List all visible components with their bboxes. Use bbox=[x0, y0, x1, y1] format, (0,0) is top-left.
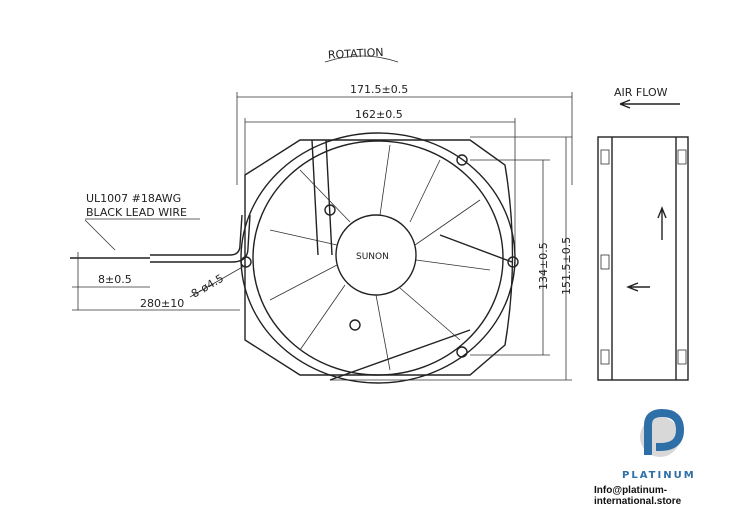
dim-overall-height: 151.5±0.5 bbox=[330, 136, 573, 381]
wire-spec-line1: UL1007 #18AWG bbox=[86, 192, 181, 205]
dim-hole-width: 162±0.5 bbox=[244, 108, 516, 260]
fan-front-view: SUNON bbox=[240, 132, 519, 384]
air-flow-label: AIR FLOW bbox=[614, 86, 668, 99]
dim-overall-width: 171.5±0.5 bbox=[236, 83, 573, 185]
lead-length: 280±10 bbox=[140, 297, 184, 310]
air-flow-arrow bbox=[619, 99, 680, 109]
svg-text:134±0.5: 134±0.5 bbox=[537, 242, 550, 290]
wire-spec-line2: BLACK LEAD WIRE bbox=[86, 206, 187, 219]
hole-spec: 8-ø4.5 bbox=[189, 272, 226, 301]
svg-text:162±0.5: 162±0.5 bbox=[355, 108, 403, 121]
logo-name: PLATINUM bbox=[622, 470, 696, 481]
strip-length: 8±0.5 bbox=[98, 273, 132, 286]
platinum-logo bbox=[640, 408, 685, 457]
dim-hole-height: 134±0.5 bbox=[470, 159, 550, 356]
lead-wire: UL1007 #18AWG BLACK LEAD WIRE 8±0.5 280±… bbox=[70, 192, 251, 311]
hub-brand: SUNON bbox=[356, 252, 389, 262]
contact-email[interactable]: Info@platinum-international.store bbox=[594, 485, 682, 507]
svg-text:171.5±0.5: 171.5±0.5 bbox=[350, 83, 408, 96]
svg-text:151.5±0.5: 151.5±0.5 bbox=[560, 237, 573, 295]
rotation-arrow bbox=[324, 55, 399, 63]
fan-side-view: AIR FLOW bbox=[597, 86, 689, 381]
